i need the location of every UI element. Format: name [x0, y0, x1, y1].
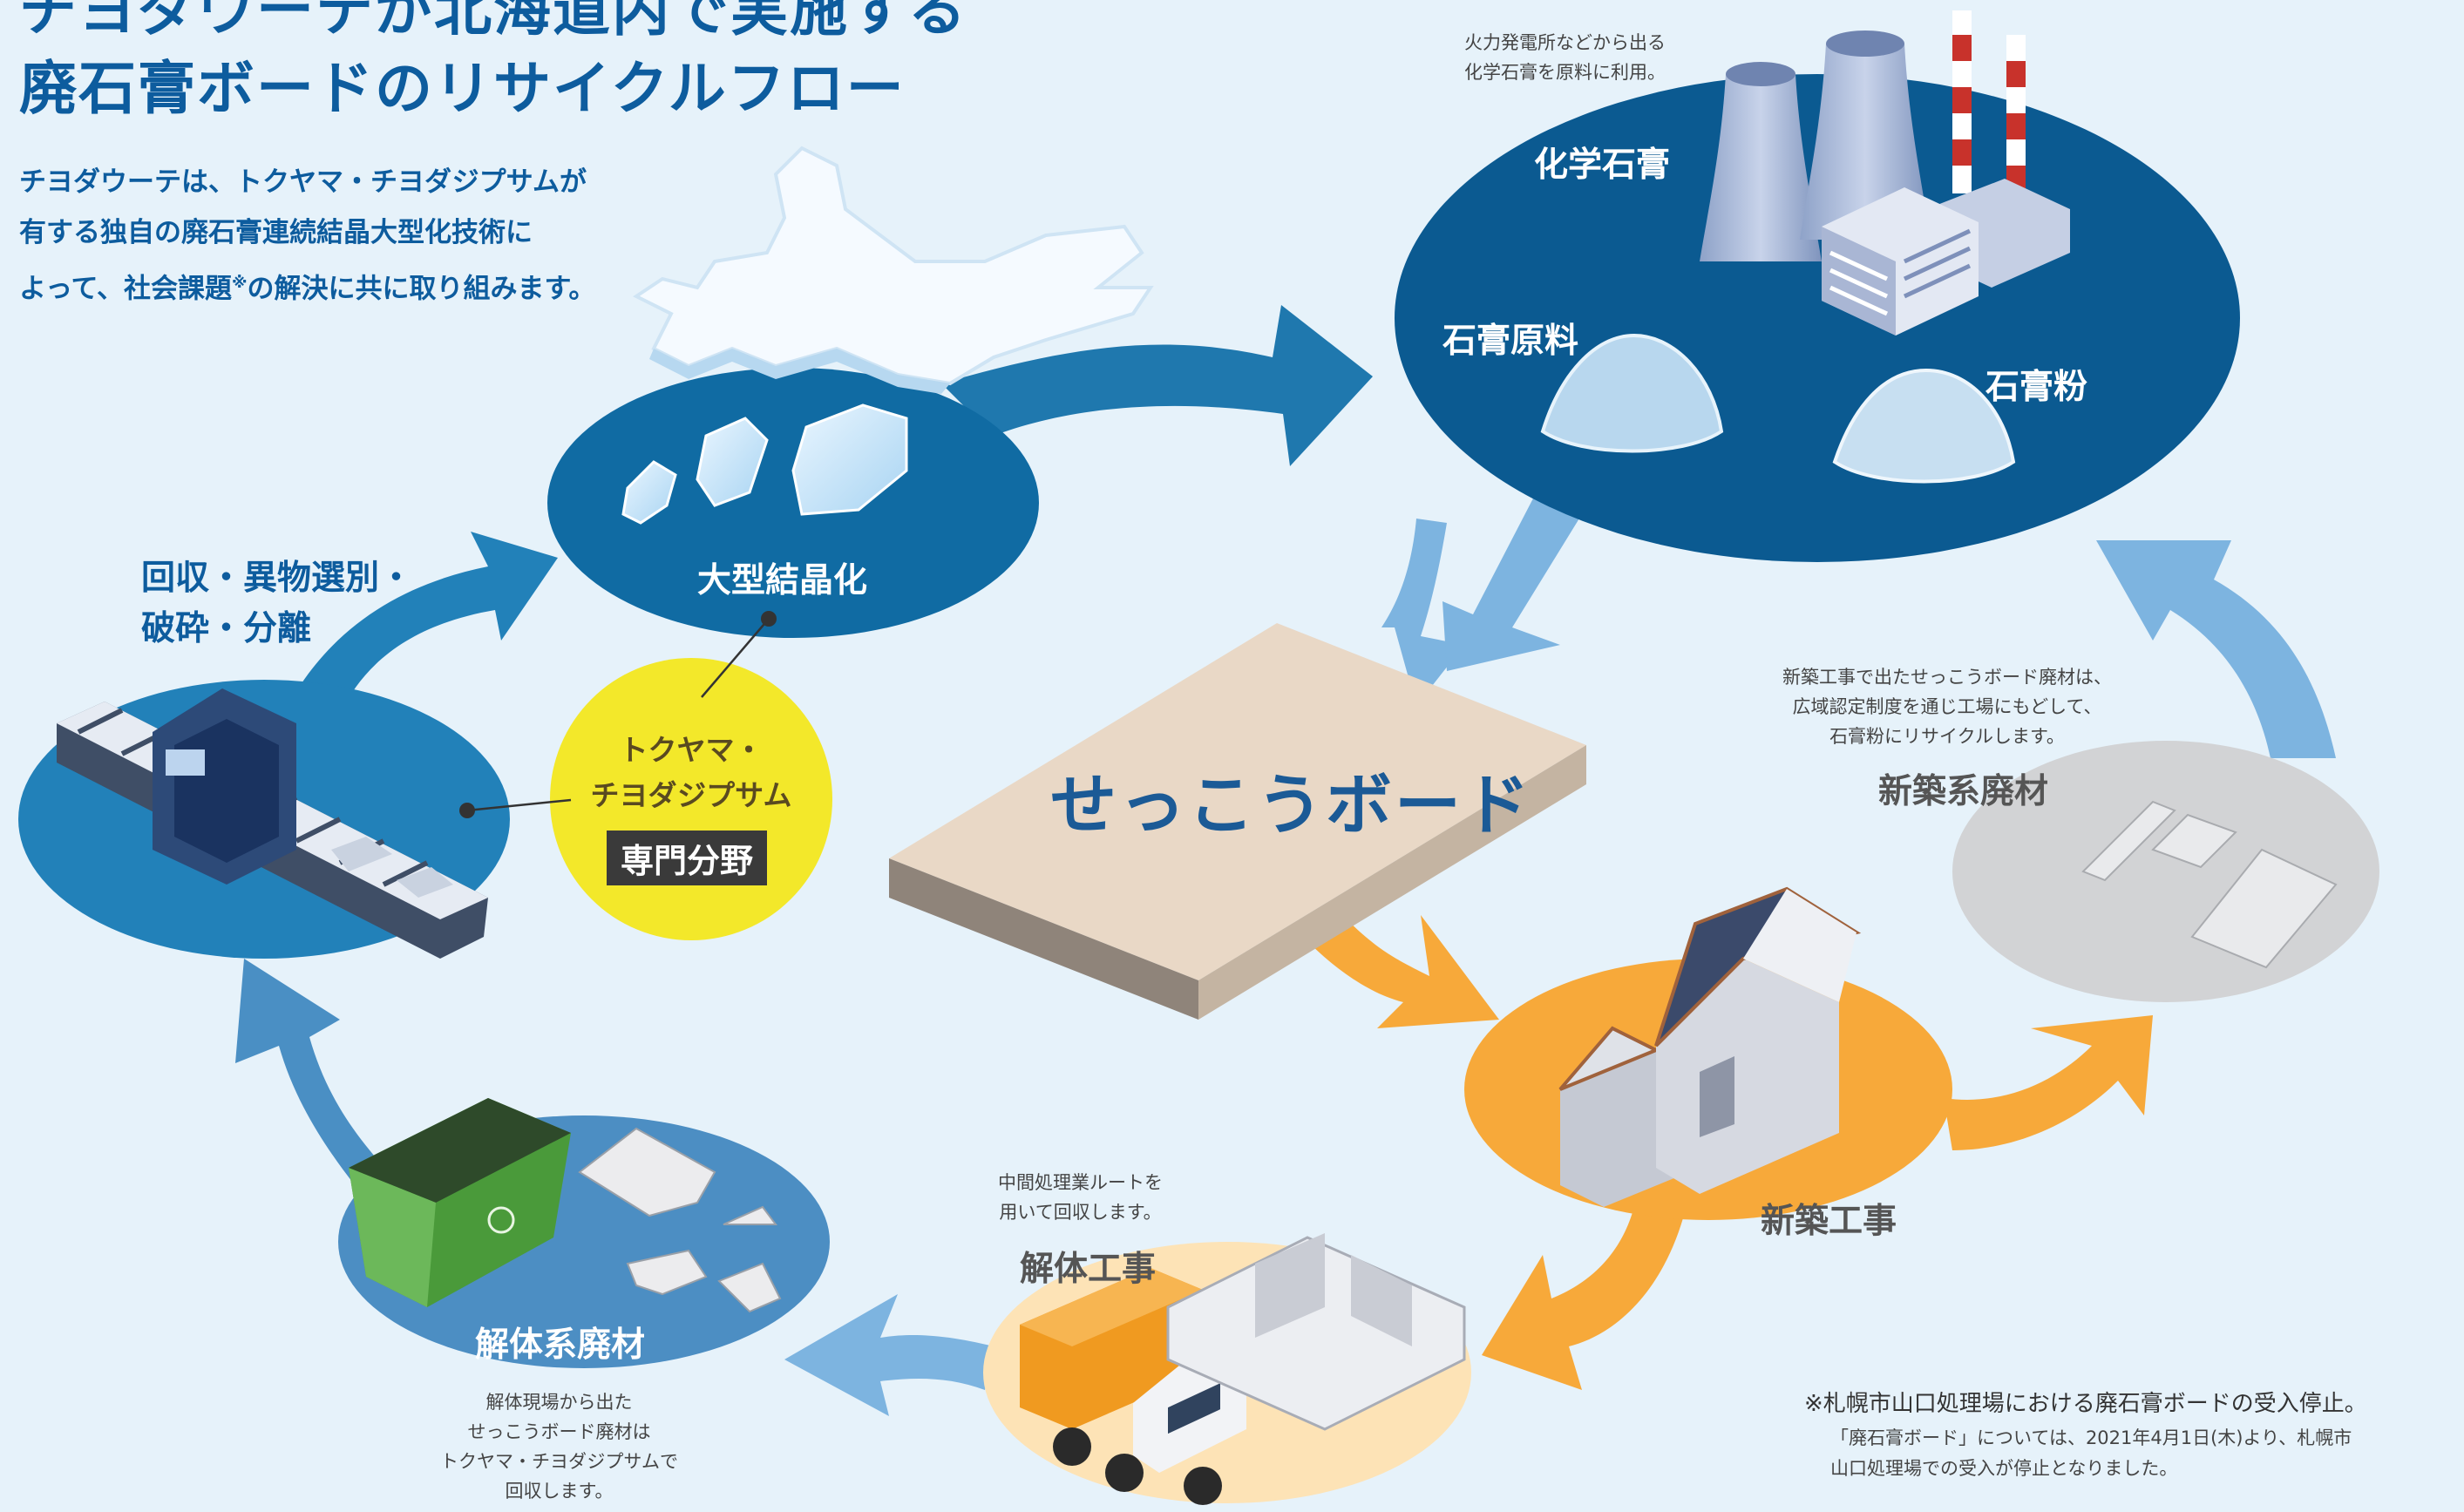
arrow-collect-to-crystal: [288, 532, 558, 715]
label-demolition-waste: 解体系廃材: [475, 1326, 646, 1365]
arrow-chemical-to-board: [1381, 519, 1464, 706]
demowaste-caption: 解体現場から出た せっこうボード廃材は トクヤマ・チヨダジプサムで 回収します。: [440, 1387, 678, 1506]
label-gypsum-raw: 石膏原料: [1442, 322, 1579, 361]
caption-line: せっこうボード廃材は: [467, 1421, 651, 1442]
arrow-head-chemical-board: [1442, 497, 1582, 671]
arrow-construction-to-newwaste: [1944, 1015, 2153, 1150]
caption-line: 火力発電所などから出る: [1464, 32, 1666, 53]
label-new-construction: 新築工事: [1761, 1202, 1897, 1241]
arrow-construction-to-demolition: [1482, 1185, 1691, 1390]
footnote-line: 山口処理場での受入が停止となりました。: [1830, 1458, 2178, 1479]
connector-line: [466, 798, 572, 812]
intro-text: チヨダウーテは、トクヤマ・チヨダジプサムが 有する独自の廃石膏連続結晶大型化技術…: [19, 157, 595, 314]
caption-line: 石膏粉にリサイクルします。: [1829, 726, 2065, 747]
connector-dot: [761, 611, 777, 627]
house-icon: [1558, 886, 1862, 1207]
intro-line: 有する独自の廃石膏連続結晶大型化技術に: [19, 217, 533, 248]
specialty-tag: 専門分野: [607, 831, 768, 885]
footnote-title: ※札幌市山口処理場における廃石膏ボードの受入停止。: [1804, 1391, 2367, 1417]
label-large-crystal: 大型結晶化: [697, 561, 868, 600]
gypsum-board-icon: [889, 623, 1586, 1020]
connector-dot: [459, 803, 475, 818]
label-demolition: 解体工事: [1020, 1250, 1157, 1289]
caption-line: 解体現場から出た: [485, 1392, 633, 1413]
demolished-building-icon: [1166, 1233, 1466, 1431]
caption-line: 用いて回収します。: [999, 1202, 1162, 1223]
caption-line: 化学石膏を原料に利用。: [1464, 62, 1666, 83]
gypsum-pile-icon: [1540, 333, 2016, 484]
page-title-line2: 廃石膏ボードのリサイクルフロー: [19, 55, 906, 122]
board-pieces-icon: [2081, 800, 2338, 969]
badge-line: チヨダジプサム: [590, 778, 792, 812]
demolition-caption: 中間処理業ルートを 用いて回収します。: [998, 1168, 1163, 1227]
label-new-waste: 新築系廃材: [1878, 772, 2049, 811]
footnote-body: 「廃石膏ボード」については、2021年4月1日(木)より、札幌市 山口処理場での…: [1830, 1423, 2352, 1484]
intro-line: よって、社会課題※の解決に共に取り組みます。: [19, 258, 595, 314]
node-crystal-ellipse: [547, 368, 1039, 638]
arrow-crystal-to-chemical: [941, 305, 1373, 466]
arrow-board-to-construction: [1307, 915, 1499, 1028]
crystal-icon: [621, 403, 908, 525]
chemical-caption: 火力発電所などから出る 化学石膏を原料に利用。: [1464, 28, 1666, 87]
demolition-debris-icon: [578, 1127, 782, 1313]
footnote-mark: ※: [231, 274, 248, 292]
label-gypsum-powder: 石膏粉: [1985, 368, 2088, 407]
intro-line3-end: の解決に共に取り組みます。: [247, 273, 596, 305]
tokuyama-badge-text: トクヤマ・ チヨダジプサム: [575, 728, 807, 818]
intro-line3-start: よって、社会課題: [19, 273, 232, 305]
label-line: 破砕・分離: [141, 609, 312, 648]
page-title-line1: チヨダウーテが北海道内で実施する: [19, 0, 967, 44]
connector-line: [701, 618, 770, 698]
label-chemical-gypsum: 化学石膏: [1534, 146, 1671, 185]
caption-line: トクヤマ・チヨダジプサムで: [440, 1451, 678, 1472]
caption-line: 回収します。: [505, 1481, 614, 1502]
label-collect: 回収・異物選別・ 破砕・分離: [141, 553, 413, 654]
arrow-demolition-to-demowaste: [784, 1294, 994, 1416]
conveyor-icon: [57, 688, 488, 959]
caption-line: 新築工事で出たせっこうボード廃材は、: [1782, 667, 2112, 688]
footnote-line: 「廃石膏ボード」については、2021年4月1日(木)より、札幌市: [1830, 1427, 2352, 1448]
label-line: 回収・異物選別・: [141, 559, 414, 598]
caption-line: 中間処理業ルートを: [998, 1172, 1163, 1193]
hokkaido-map-icon: [633, 146, 1154, 394]
power-plant-icon: [1700, 10, 2070, 336]
intro-line: チヨダウーテは、トクヤマ・チヨダジプサムが: [19, 166, 587, 198]
label-gypsum-board: せっこうボード: [1050, 766, 1532, 844]
skip-container-icon: [349, 1098, 571, 1307]
arrow-demowaste-to-collect: [235, 959, 410, 1220]
arrow-newwaste-to-chemical: [2096, 540, 2336, 758]
caption-line: 広域認定制度を通じ工場にもどして、: [1792, 696, 2102, 717]
badge-line: トクヤマ・: [619, 733, 764, 767]
newwaste-caption: 新築工事で出たせっこうボード廃材は、 広域認定制度を通じ工場にもどして、 石膏粉…: [1782, 662, 2112, 751]
